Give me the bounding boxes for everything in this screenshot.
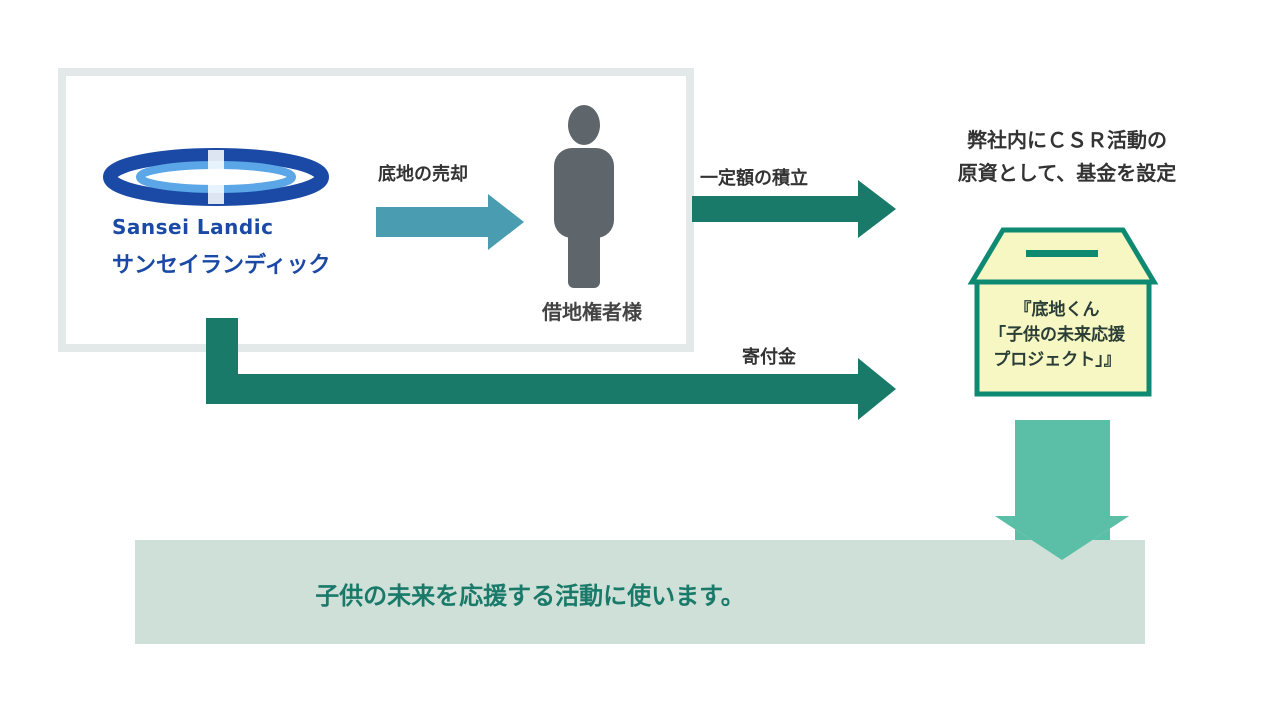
- logo-text-en: Sansei Landic: [112, 215, 274, 239]
- reserve-label: 一定額の積立: [700, 168, 808, 189]
- reserve-arrow: [692, 180, 896, 238]
- box-line-3: プロジェクト」』: [993, 350, 1121, 370]
- down-arrow: [995, 420, 1129, 560]
- person-icon: [554, 105, 614, 288]
- fund-line-1: 弊社内にＣＳＲ活動の: [967, 128, 1167, 152]
- fund-description: 弊社内にＣＳＲ活動の 原資として、基金を設定: [922, 124, 1212, 190]
- fund-box-icon: [967, 227, 1159, 397]
- sale-arrow: [376, 194, 524, 250]
- donation-label: 寄付金: [742, 347, 796, 368]
- holder-label: 借地権者様: [542, 300, 642, 324]
- bottom-band: [135, 540, 1145, 644]
- bottom-message: 子供の未来を応援する活動に使います。: [315, 582, 745, 610]
- sale-label: 底地の売却: [378, 164, 468, 185]
- fund-box-label: 『底地くん 「子供の未来応援 プロジェクト」』: [980, 298, 1134, 373]
- logo-swirl-icon: [103, 148, 329, 206]
- donation-arrow: [206, 318, 896, 420]
- box-line-2: 「子供の未来応援: [989, 325, 1125, 345]
- fund-line-2: 原資として、基金を設定: [957, 161, 1177, 185]
- logo-text-ja: サンセイランディック: [112, 253, 331, 278]
- box-line-1: 『底地くん: [1014, 300, 1100, 320]
